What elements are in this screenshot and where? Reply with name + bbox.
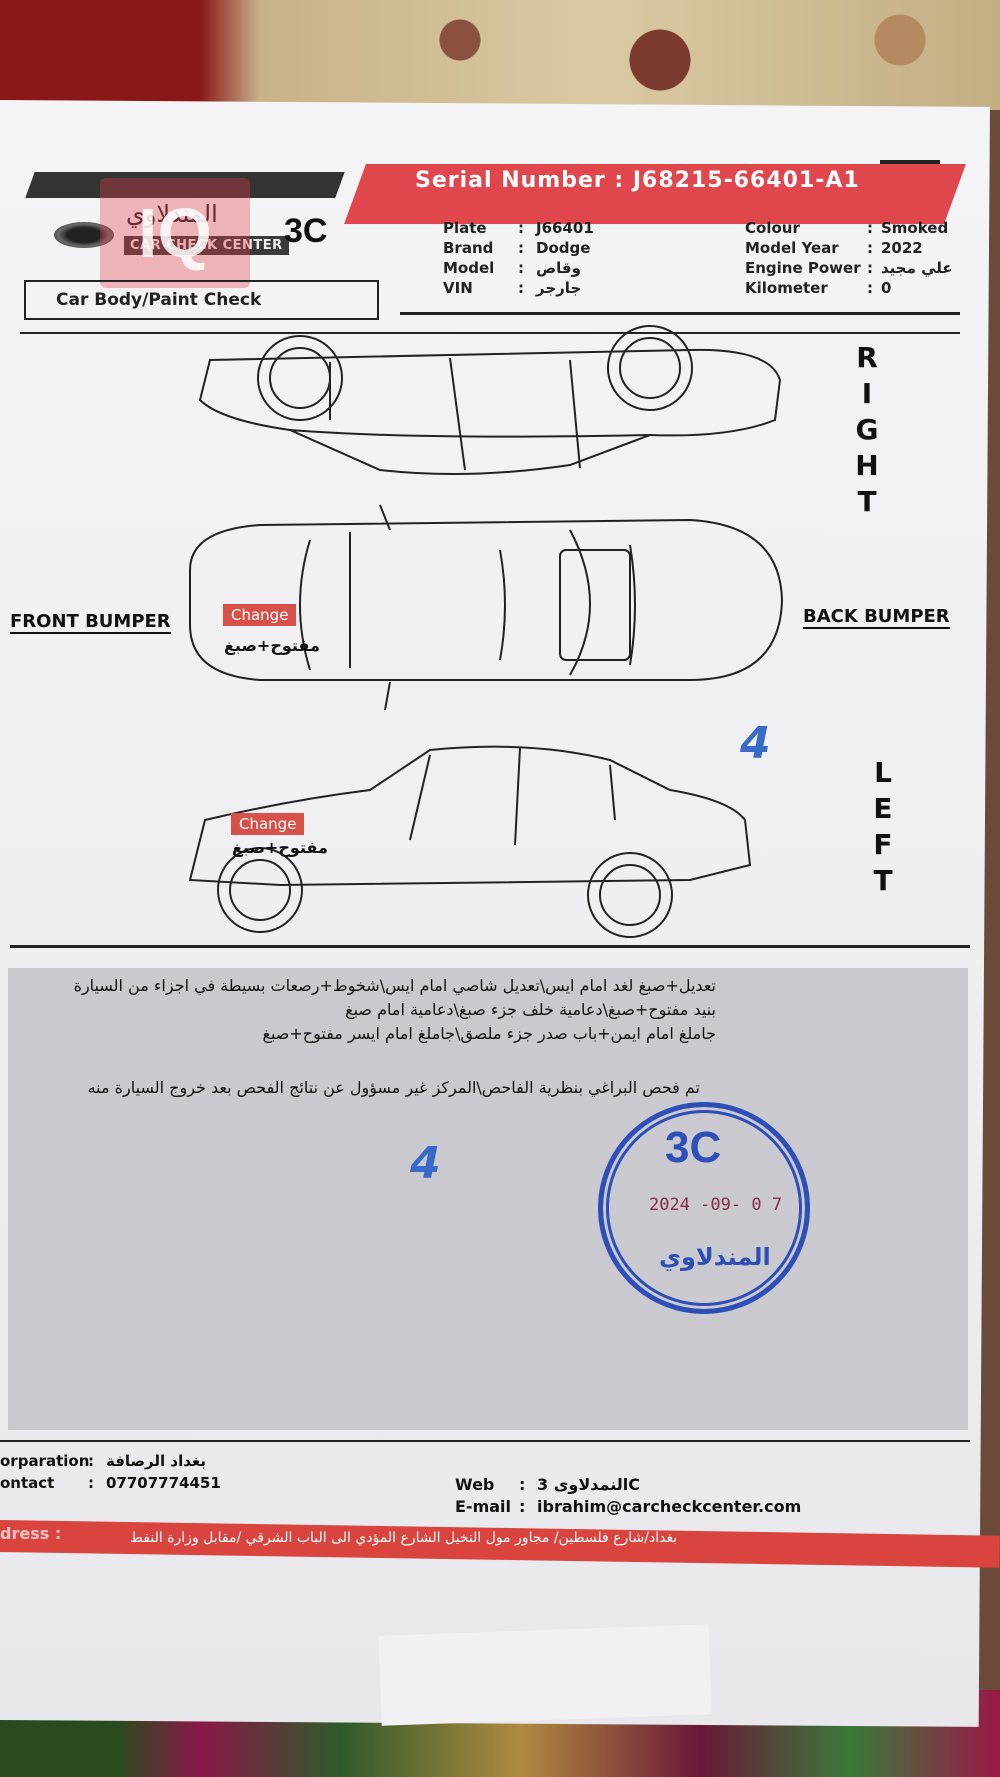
background-carpet xyxy=(0,0,1000,110)
stamp-brand: 3C xyxy=(665,1123,722,1172)
serial-value: J68215-66401-A1 xyxy=(632,168,860,193)
address-label: dress : xyxy=(0,1524,62,1543)
repair-note-fender: مفتوح+صبغ xyxy=(232,838,328,857)
footer-web: Web: 3 النمدلاوىC E-mail: ibrahim@carche… xyxy=(455,1474,801,1518)
vehicle-info-left: Plate: J66401 Brand: Dodge Model: وقاص V… xyxy=(443,218,716,298)
change-tag-fender: Change xyxy=(231,813,305,835)
company-logo: المندلاوي CAR CHECK CENTER xyxy=(54,200,294,270)
car-top-view xyxy=(189,504,784,711)
info-row-brand: Brand: Dodge xyxy=(443,239,591,257)
change-tag-hood: Change xyxy=(223,604,297,626)
address-text: بغداد/شارع فلسطين/ مجاور مول النخيل الشا… xyxy=(130,1530,678,1546)
car-right-view xyxy=(198,325,782,475)
vehicle-info-right: Colour: Smoked Model Year: 2022 Engine P… xyxy=(745,218,953,298)
logo-arabic-name: المندلاوي xyxy=(126,200,218,228)
repair-note-hood: مفتوح+صبغ xyxy=(224,636,320,655)
footer-row-contact: ontact: 07707774451 xyxy=(0,1474,221,1492)
footer-rule xyxy=(0,1440,970,1442)
handwritten-mark-diagram: 4 xyxy=(740,718,771,769)
info-row-engine-power: Engine Power: علي مجيد xyxy=(745,259,953,277)
serial-label: Serial Number : xyxy=(415,168,625,193)
info-row-plate: Plate: J66401 xyxy=(443,219,594,237)
car-emblem-icon xyxy=(54,222,114,248)
diagram-rule xyxy=(10,945,970,948)
section-title: Car Body/Paint Check xyxy=(24,280,379,320)
logo-subtitle: CAR CHECK CENTER xyxy=(124,236,289,255)
info-row-kilometer: Kilometer: 0 xyxy=(745,279,892,297)
footer-row-corporation: orparation: بغداد الرصافة xyxy=(0,1452,206,1470)
car-body-diagram xyxy=(188,325,784,938)
stamp-name: المندلاوي xyxy=(659,1243,771,1271)
back-bumper-label: BACK BUMPER xyxy=(803,606,950,629)
disclaimer: تم فحص البراغي بنظرية الفاحص\المركز غير … xyxy=(87,1078,700,1097)
serial-number: Serial Number : J68215-66401-A1 xyxy=(415,168,860,193)
paper-fold xyxy=(378,1624,712,1726)
note-line-1: تعديل+صبغ لغد امام ايس\تعديل شاصي امام ا… xyxy=(73,976,716,995)
corner-mark xyxy=(880,160,940,164)
inspection-notes: تعديل+صبغ لغد امام ايس\تعديل شاصي امام ا… xyxy=(8,968,968,1430)
footer-contact: orparation: بغداد الرصافة ontact: 077077… xyxy=(0,1450,221,1494)
note-line-2: بنيد مفتوح+صبغ\دعامية خلف جزء صبغ\دعامية… xyxy=(345,1000,716,1019)
note-line-3: جاملغ امام ايمن+باب صدر جزء ملصق\جاملغ ا… xyxy=(262,1024,716,1043)
iq-watermark: IQ xyxy=(100,178,250,288)
info-row-vin: VIN: جارجر xyxy=(443,279,582,297)
info-row-model: Model: وقاص xyxy=(443,259,581,277)
footer-row-email: E-mail: ibrahim@carcheckcenter.com xyxy=(455,1497,802,1516)
header-rule xyxy=(400,312,960,315)
info-row-colour: Colour: Smoked xyxy=(745,219,949,237)
header-rule-2 xyxy=(20,332,960,334)
front-bumper-label: FRONT BUMPER xyxy=(10,611,171,634)
company-stamp: 3C 2024 -09- 0 7 المندلاوي xyxy=(598,1102,810,1314)
info-row-model-year: Model Year: 2022 xyxy=(745,239,923,257)
footer-row-web: Web: 3 النمدلاوىC xyxy=(455,1475,640,1494)
car-left-view xyxy=(188,745,752,938)
handwritten-mark-notes: 4 xyxy=(410,1138,441,1189)
stamp-date: 2024 -09- 0 7 xyxy=(649,1195,783,1215)
brand-3c: 3C xyxy=(284,212,328,250)
